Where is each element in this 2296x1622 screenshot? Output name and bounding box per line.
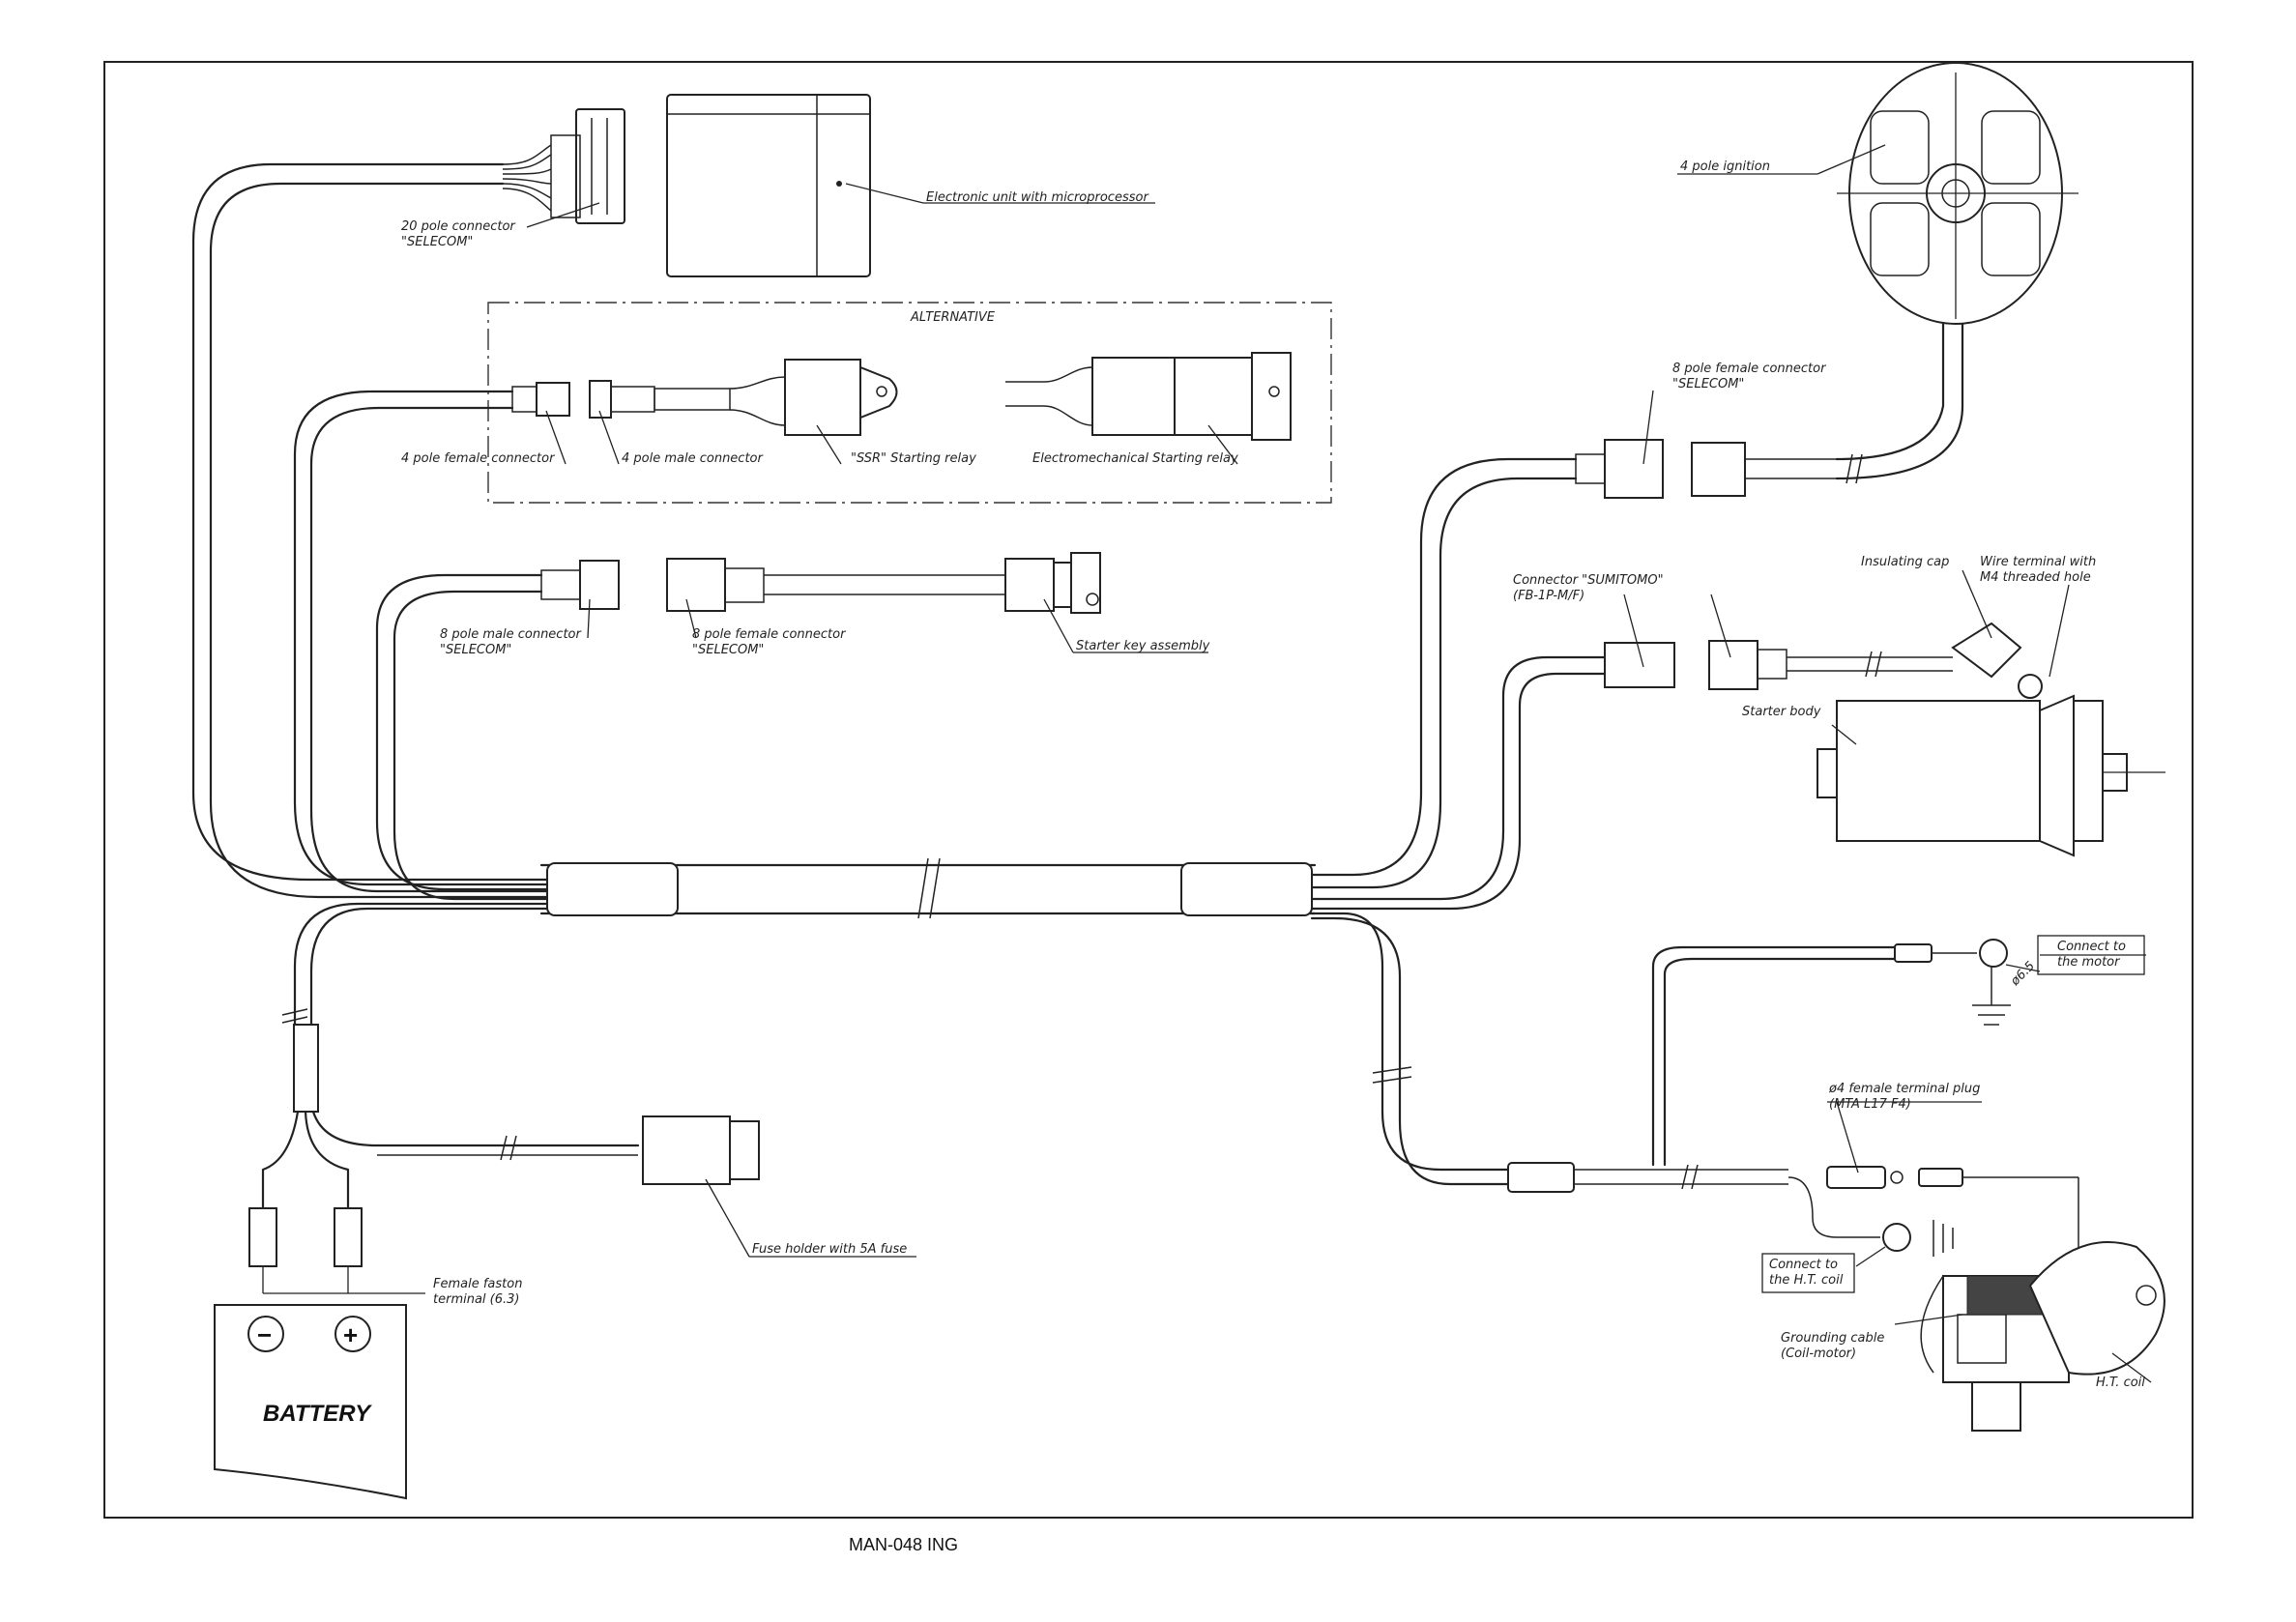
label-htcoil-line2: the H.T. coil <box>1769 1273 1844 1288</box>
label-8pole-female-right-line1: 8 pole female connector <box>1672 362 1827 376</box>
battery-minus-terminal <box>247 1316 284 1352</box>
branch-4pole <box>293 352 1292 893</box>
connector-sumitomo-female <box>1708 640 1758 690</box>
harness-sleeve-lower <box>1507 1162 1575 1193</box>
branch-8pole-key <box>375 552 1101 901</box>
label-diameter-65: ø6.5 <box>2008 959 2039 990</box>
connector-8pole-male <box>579 560 620 610</box>
connector-sumitomo-male <box>1604 642 1675 688</box>
alternative-box <box>487 302 1332 504</box>
label-4pole-male: 4 pole male connector <box>622 451 764 466</box>
label-8pole-male-line2: "SELECOM" <box>440 643 511 657</box>
faston-plus <box>334 1207 363 1267</box>
battery: − + BATTERY <box>214 1304 407 1500</box>
label-ignition: 4 pole ignition <box>1680 159 1770 174</box>
harness-sleeve-left <box>546 862 679 916</box>
label-8pole-male-line1: 8 pole male connector <box>440 627 582 642</box>
labels: Electronic unit with microprocessor 20 p… <box>401 159 2145 1390</box>
connector-4pole-female <box>536 382 570 417</box>
connector-8pole-female-right <box>1604 439 1664 499</box>
label-starter-key: Starter key assembly <box>1076 639 1210 653</box>
motor-ground-terminal <box>1979 939 2008 968</box>
label-grounding-line1: Grounding cable <box>1781 1331 1884 1346</box>
connector-8pole-male-right <box>1691 442 1746 497</box>
drawing-frame <box>103 61 2194 1519</box>
label-plug-line2: (MTA L17 F4) <box>1829 1097 1911 1112</box>
branch-coil-motor <box>1310 912 2079 1266</box>
label-plug-line1: ø4 female terminal plug <box>1828 1082 1980 1096</box>
battery-plus-terminal <box>334 1316 371 1352</box>
label-grounding-line2: (Coil-motor) <box>1781 1347 1856 1361</box>
plus-sign: + <box>343 1320 358 1349</box>
fuse-holder <box>642 1115 731 1185</box>
label-faston-line2: terminal (6.3) <box>433 1292 519 1307</box>
label-8pole-female-line2: "SELECOM" <box>692 643 764 657</box>
main-harness <box>539 857 1317 919</box>
label-20pole-line2: "SELECOM" <box>401 235 473 249</box>
label-4pole-female: 4 pole female connector <box>401 451 556 466</box>
coil-ground-terminal <box>1882 1223 1911 1252</box>
connector-20pole <box>575 108 625 224</box>
label-motor-line2: the motor <box>2057 955 2121 970</box>
branch-ignition <box>1310 322 1964 889</box>
faston-minus <box>248 1207 277 1267</box>
electromechanical-relay <box>1091 357 1176 436</box>
harness-sleeve-battery <box>293 1024 319 1113</box>
connector-8pole-female <box>666 558 726 612</box>
label-8pole-female-right-line2: "SELECOM" <box>1672 377 1744 391</box>
branch-starter <box>1310 622 2165 911</box>
label-wire-terminal-line1: Wire terminal with <box>1980 555 2096 569</box>
label-faston-line1: Female faston <box>433 1277 522 1291</box>
callout-motor <box>2037 935 2145 975</box>
branch-battery <box>248 902 760 1267</box>
label-20pole-line1: 20 pole connector <box>401 219 516 234</box>
label-emr: Electromechanical Starting relay <box>1032 451 1238 466</box>
starter-motor <box>1836 700 2041 842</box>
electronic-unit <box>666 94 871 277</box>
minus-sign: − <box>257 1320 272 1349</box>
label-ssr: "SSR" Starting relay <box>851 451 976 466</box>
label-htcoil-line1: Connect to <box>1769 1258 1838 1272</box>
label-ht-coil: H.T. coil <box>2096 1376 2145 1390</box>
harness-sleeve-right <box>1180 862 1313 916</box>
branch-20pole <box>191 108 625 899</box>
label-sumitomo-line1: Connector "SUMITOMO" <box>1513 573 1664 588</box>
ssr-relay <box>784 359 861 436</box>
label-ecu: Electronic unit with microprocessor <box>926 190 1149 205</box>
document-code: MAN-048 ING <box>849 1535 959 1554</box>
battery-label: BATTERY <box>263 1401 372 1427</box>
label-fuse-holder: Fuse holder with 5A fuse <box>752 1242 907 1257</box>
label-motor-line1: Connect to <box>2057 940 2126 954</box>
label-sumitomo-line2: (FB-1P-M/F) <box>1513 589 1584 603</box>
label-wire-terminal-line2: M4 threaded hole <box>1980 570 2091 585</box>
label-insulating-cap: Insulating cap <box>1861 555 1949 569</box>
label-8pole-female-line1: 8 pole female connector <box>692 627 847 642</box>
ignition-stator <box>1837 62 2078 325</box>
callout-htcoil <box>1761 1253 1855 1293</box>
plug-4mm <box>1826 1166 1886 1189</box>
leaders <box>262 144 2152 1383</box>
label-starter-body: Starter body <box>1742 705 1821 719</box>
label-alternative: ALTERNATIVE <box>910 310 996 325</box>
ht-coil <box>1920 1241 2165 1432</box>
